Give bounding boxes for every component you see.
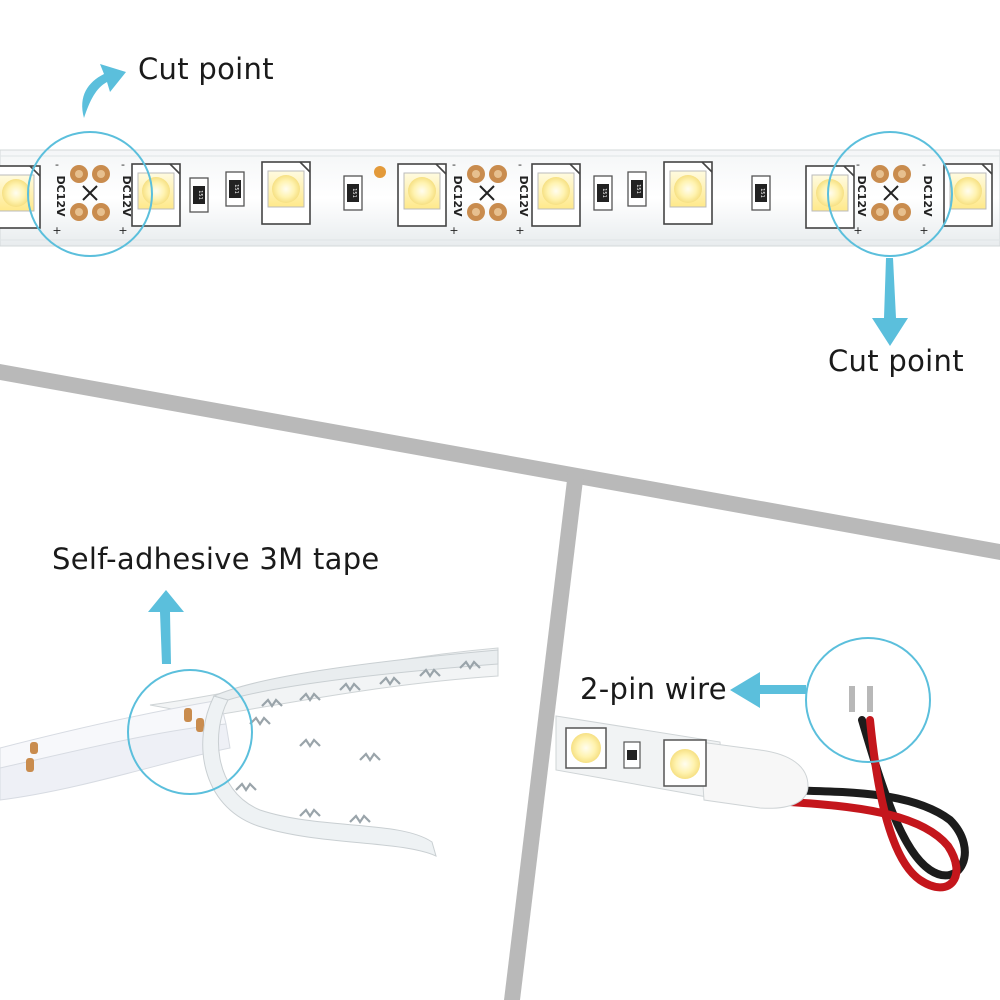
strip-voltage-marking: DC12V — [120, 175, 133, 217]
resistor: 151 — [627, 171, 647, 207]
resistor-marking: 151 — [351, 188, 357, 198]
svg-text:+: + — [919, 224, 928, 237]
resistor-marking: 151 — [233, 184, 239, 194]
led-chip — [805, 165, 855, 229]
resistor: 151 — [225, 171, 245, 207]
resistor: 151 — [751, 175, 771, 211]
svg-text:-: - — [55, 158, 59, 171]
divider-top — [0, 364, 1000, 560]
led-chip — [663, 161, 713, 225]
led-chip — [397, 163, 447, 227]
resistor-marking: 151 — [635, 184, 641, 194]
svg-text:-: - — [452, 158, 456, 171]
indicator-dot — [374, 166, 386, 178]
svg-text:+: + — [853, 224, 862, 237]
resistor-marking: 151 — [601, 188, 607, 198]
strip-voltage-marking: DC12V — [855, 175, 868, 217]
tape-detail-circle — [127, 669, 253, 795]
led-chip — [261, 161, 311, 225]
svg-text:+: + — [118, 224, 127, 237]
strip-with-wire — [555, 686, 969, 892]
strip-voltage-marking: DC12V — [451, 175, 464, 217]
led-chip — [131, 163, 181, 227]
svg-text:-: - — [922, 158, 926, 171]
svg-text:+: + — [449, 224, 458, 237]
cut-point-label-right: Cut point — [828, 344, 964, 378]
divider-middle — [504, 472, 584, 1000]
strip-voltage-marking: DC12V — [54, 175, 67, 217]
led-chip — [943, 163, 993, 227]
tape-label: Self-adhesive 3M tape — [52, 542, 380, 576]
arrow-down-icon — [872, 258, 908, 346]
cut-point-circle-right — [827, 131, 953, 257]
wire-label: 2-pin wire — [580, 672, 727, 706]
led-strip-top: DC12V DC12V - + - +151 151 151 DC12V DC12V - + - +151… — [0, 149, 1000, 247]
strip-voltage-marking: DC12V — [517, 175, 530, 217]
arrow-up-icon — [148, 590, 184, 664]
svg-text:-: - — [856, 158, 860, 171]
resistor: 151 — [593, 175, 613, 211]
cut-point-circle-left — [27, 131, 153, 257]
svg-text:+: + — [52, 224, 61, 237]
cut-pads-left: DC12V DC12V - + - + — [52, 158, 133, 237]
curled-strip-tape — [0, 647, 499, 857]
cut-pads-middle: DC12V DC12V - + - + — [449, 158, 530, 237]
led-chip — [531, 163, 581, 227]
arrow-left-icon — [730, 672, 806, 708]
strip-voltage-marking: DC12V — [921, 175, 934, 217]
cut-pads-right: DC12V DC12V - + - + — [853, 158, 934, 237]
wire-detail-circle — [805, 637, 931, 763]
resistor: 151 — [189, 177, 209, 213]
svg-text:-: - — [121, 158, 125, 171]
cut-point-label-top: Cut point — [138, 52, 274, 86]
svg-text:-: - — [518, 158, 522, 171]
resistor-marking: 151 — [197, 190, 203, 200]
resistor: 151 — [343, 175, 363, 211]
arrow-up-right-icon — [82, 64, 126, 118]
svg-text:+: + — [515, 224, 524, 237]
resistor-marking: 151 — [759, 188, 765, 198]
